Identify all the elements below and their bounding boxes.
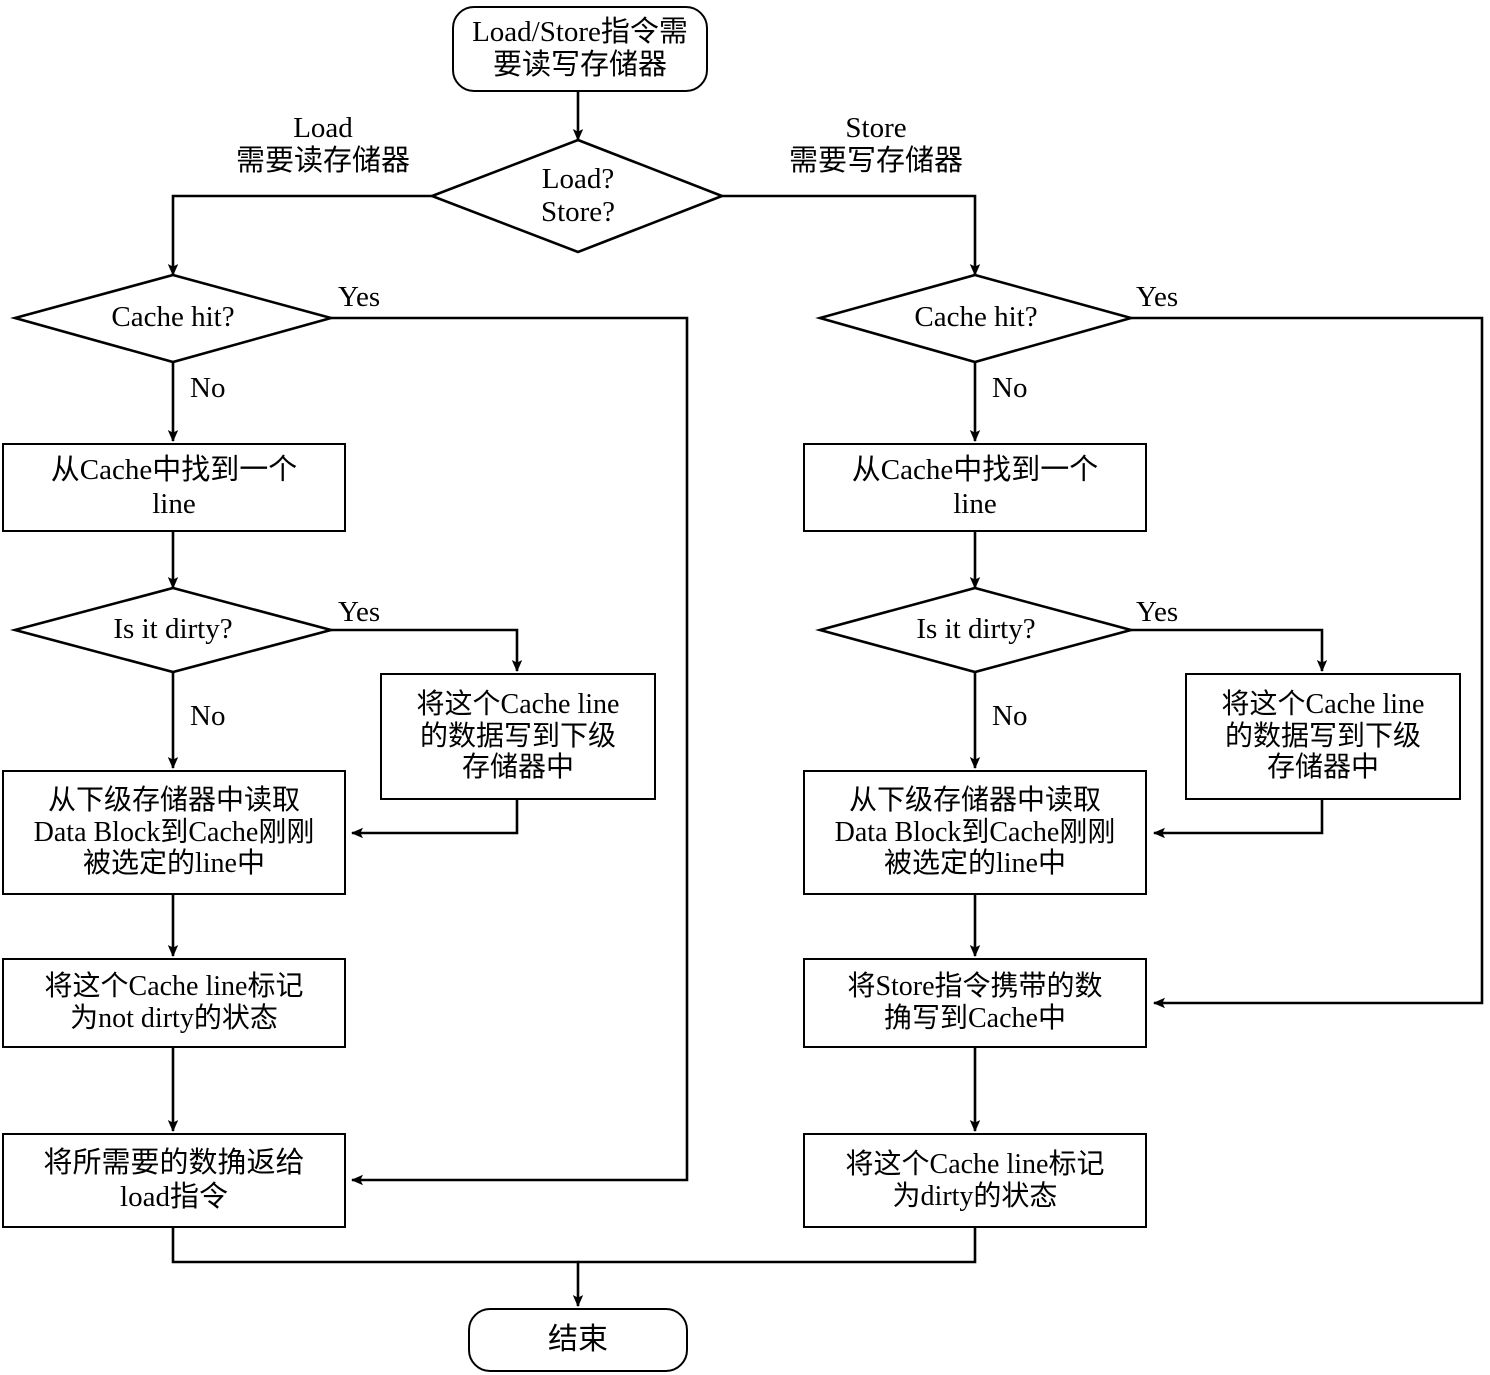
edge-rhit-yes — [1131, 316, 1484, 1009]
decision-load-store-label: Load? Store? — [540, 162, 616, 228]
left-return-data-label: 将所需要的数捔返给 load指令 — [43, 1147, 305, 1213]
left-writeback-box[interactable]: 将这个Cache line 的数据写到下级 存储器中 — [380, 673, 656, 800]
right-writeback-label: 将这个Cache line 的数据写到下级 存储器中 — [1221, 688, 1425, 784]
left-read-block-label: 从下级存储器中读取 Data Block到Cache刚刚 被选定的line中 — [33, 784, 315, 880]
edge-rmark-to-end — [578, 1228, 977, 1264]
edge-label-no-is-dirty-left: No — [190, 700, 226, 732]
decision-is-dirty-right-label: Is it dirty? — [916, 613, 1036, 646]
edge-label-store: Store 需要写存储器 — [788, 112, 963, 178]
edge-lhit-yes — [331, 316, 689, 1186]
start-node-label: Load/Store指令需 要读写存储器 — [472, 15, 688, 81]
right-find-line-label: 从Cache中找到一个 line — [851, 454, 1099, 520]
left-find-line-label: 从Cache中找到一个 line — [50, 454, 298, 520]
decision-cache-hit-left[interactable]: Cache hit? — [45, 295, 301, 341]
end-node[interactable]: 结束 — [468, 1308, 688, 1372]
edge-decision-to-right — [722, 194, 981, 276]
diamond-is-dirty-left — [9, 586, 337, 674]
diamond-load-store — [428, 138, 726, 254]
end-node-label: 结束 — [548, 1322, 608, 1356]
edge-ldirty-yes — [331, 628, 523, 672]
edge-label-no-cache-hit-left: No — [190, 372, 226, 404]
left-mark-not-dirty-box[interactable]: 将这个Cache line标记 为not dirty的状态 — [2, 958, 346, 1048]
left-find-line-box[interactable]: 从Cache中找到一个 line — [2, 443, 346, 532]
decision-cache-hit-right[interactable]: Cache hit? — [848, 295, 1104, 341]
decision-load-store[interactable]: Load? Store? — [462, 158, 694, 234]
decision-cache-hit-right-label: Cache hit? — [914, 301, 1038, 334]
start-node[interactable]: Load/Store指令需 要读写存储器 — [452, 6, 708, 92]
left-mark-not-dirty-label: 将这个Cache line标记 为not dirty的状态 — [44, 971, 304, 1034]
diamond-cache-hit-right — [815, 273, 1136, 364]
edge-label-no-cache-hit-right: No — [992, 372, 1028, 404]
right-write-store-data-box[interactable]: 将Store指令携带的数 捔写到Cache中 — [803, 958, 1147, 1048]
edge-label-no-is-dirty-right: No — [992, 700, 1028, 732]
right-read-block-label: 从下级存储器中读取 Data Block到Cache刚刚 被选定的line中 — [834, 784, 1116, 880]
right-write-store-data-label: 将Store指令携带的数 捔写到Cache中 — [847, 971, 1103, 1034]
right-mark-dirty-box[interactable]: 将这个Cache line标记 为dirty的状态 — [803, 1133, 1147, 1228]
edge-lreturn-to-end — [171, 1228, 584, 1307]
right-mark-dirty-label: 将这个Cache line标记 为dirty的状态 — [845, 1148, 1105, 1212]
diamond-cache-hit-left — [10, 273, 336, 364]
edge-label-load: Load 需要读存储器 — [235, 112, 410, 178]
edge-decision-to-left — [167, 194, 432, 276]
edge-label-yes-is-dirty-right: Yes — [1136, 596, 1179, 628]
edge-label-yes-cache-hit-right: Yes — [1136, 281, 1179, 313]
left-writeback-label: 将这个Cache line 的数据写到下级 存储器中 — [416, 688, 620, 784]
edge-rdirty-yes — [1131, 628, 1328, 672]
right-find-line-box[interactable]: 从Cache中找到一个 line — [803, 443, 1147, 532]
right-writeback-box[interactable]: 将这个Cache line 的数据写到下级 存储器中 — [1185, 673, 1461, 800]
edge-lwriteback-to-read — [351, 800, 519, 839]
decision-is-dirty-right[interactable]: Is it dirty? — [848, 607, 1104, 653]
decision-cache-hit-left-label: Cache hit? — [111, 301, 235, 334]
right-read-block-box[interactable]: 从下级存储器中读取 Data Block到Cache刚刚 被选定的line中 — [803, 770, 1147, 895]
left-read-block-box[interactable]: 从下级存储器中读取 Data Block到Cache刚刚 被选定的line中 — [2, 770, 346, 895]
edge-rwriteback-to-read — [1153, 800, 1324, 839]
diamond-is-dirty-right — [815, 586, 1137, 674]
edge-label-yes-is-dirty-left: Yes — [338, 596, 381, 628]
decision-is-dirty-left-label: Is it dirty? — [113, 613, 233, 646]
left-return-data-box[interactable]: 将所需要的数捔返给 load指令 — [2, 1133, 346, 1228]
edge-label-yes-cache-hit-left: Yes — [338, 281, 381, 313]
decision-is-dirty-left[interactable]: Is it dirty? — [45, 607, 301, 653]
